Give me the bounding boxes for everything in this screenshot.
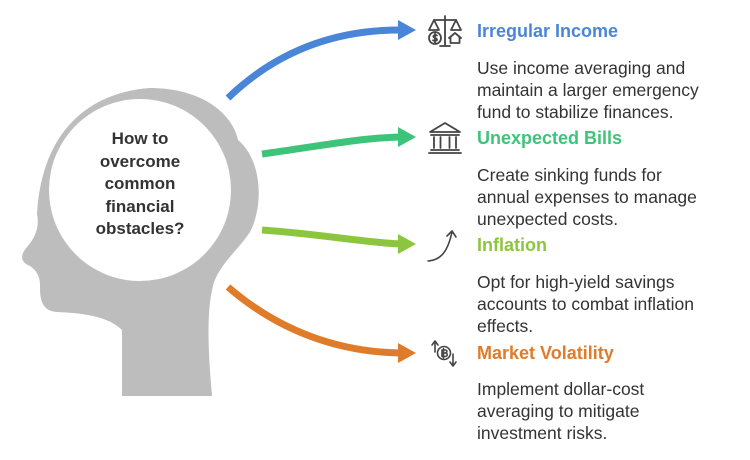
arrow-unexpected-bills bbox=[261, 133, 401, 158]
desc-line: Implement dollar-cost bbox=[477, 379, 645, 399]
title-unexpected-bills: Unexpected Bills bbox=[477, 128, 623, 148]
desc-line: maintain a larger emergency bbox=[477, 80, 699, 100]
connector-arrows bbox=[225, 20, 416, 363]
bank-building-icon bbox=[426, 119, 464, 157]
desc-line: averaging to mitigate bbox=[477, 401, 640, 421]
desc-line: unexpected costs. bbox=[477, 209, 619, 229]
desc-line: fund to stabilize finances. bbox=[477, 102, 674, 122]
center-line: obstacles? bbox=[95, 219, 185, 238]
title-market-volatility: Market Volatility bbox=[477, 343, 614, 363]
center-line: financial bbox=[105, 196, 175, 216]
desc-irregular-income: Use income averaging and maintain a larg… bbox=[477, 57, 745, 123]
center-circle bbox=[49, 99, 231, 281]
title-inflation: Inflation bbox=[477, 235, 547, 255]
title-irregular-income: Irregular Income bbox=[477, 21, 619, 41]
desc-line: Opt for high-yield savings bbox=[477, 272, 675, 292]
center-line: overcome bbox=[99, 151, 181, 171]
desc-line: accounts to combat inflation bbox=[477, 294, 694, 314]
arrowhead-inflation bbox=[398, 234, 416, 254]
desc-line: Use income averaging and bbox=[477, 58, 686, 78]
center-line: How to bbox=[111, 129, 169, 148]
arrowhead-irregular-income bbox=[398, 20, 416, 40]
desc-line: annual expenses to manage bbox=[477, 187, 697, 207]
desc-line: Create sinking funds for bbox=[477, 165, 662, 185]
desc-unexpected-bills: Create sinking funds for annual expenses… bbox=[477, 164, 745, 230]
arrow-market-volatility bbox=[225, 284, 401, 357]
desc-inflation: Opt for high-yield savings accounts to c… bbox=[477, 271, 745, 337]
arrowhead-market-volatility bbox=[398, 343, 416, 363]
arrowhead-unexpected-bills bbox=[398, 127, 416, 147]
arrow-inflation bbox=[261, 226, 401, 248]
desc-line: investment risks. bbox=[477, 423, 608, 443]
desc-market-volatility: Implement dollar-cost averaging to mitig… bbox=[477, 378, 745, 444]
center-line: common bbox=[104, 174, 176, 193]
scale-dollar-home-icon bbox=[426, 12, 464, 50]
desc-line: effects. bbox=[477, 316, 534, 336]
coin-exchange-icon bbox=[426, 334, 464, 372]
center-question: How to overcome common financial obstacl… bbox=[78, 128, 202, 241]
arrow-irregular-income bbox=[225, 26, 401, 101]
rising-arrow-icon bbox=[424, 226, 462, 264]
